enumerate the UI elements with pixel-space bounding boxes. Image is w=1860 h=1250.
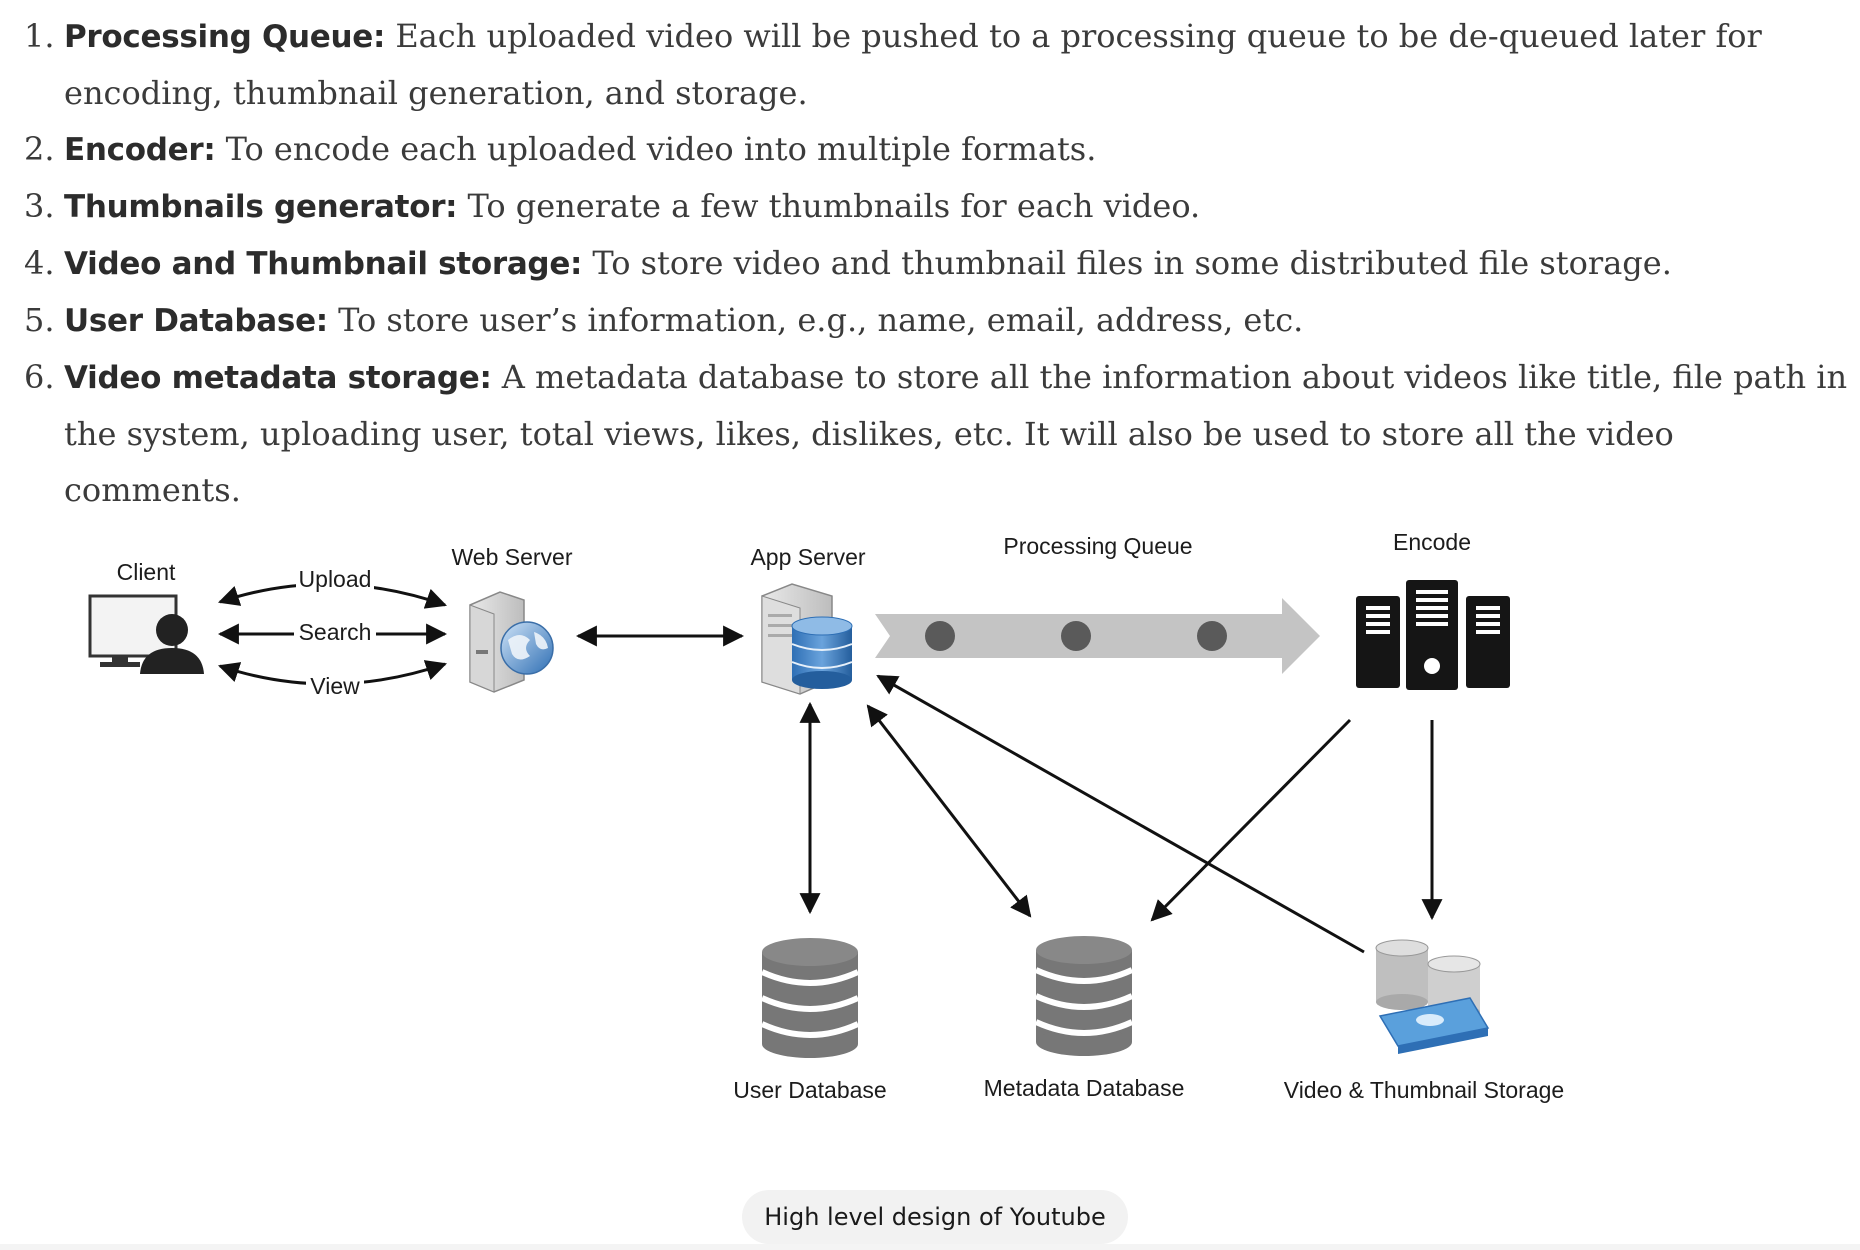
processing-queue-label: Processing Queue: [1003, 533, 1192, 559]
client-icon: [88, 594, 204, 674]
search-label-bg: [294, 620, 376, 646]
bottom-divider: [0, 1244, 1860, 1250]
list-text: To encode each uploaded video into multi…: [215, 130, 1097, 168]
encode-label: Encode: [1393, 529, 1471, 555]
list-term: User Database:: [64, 303, 328, 339]
list-number: 3.: [24, 187, 55, 225]
list-term: Video metadata storage:: [64, 360, 492, 396]
encode-server-icon: [1356, 580, 1510, 690]
app-server-icon: [761, 583, 853, 695]
app-metadata-arrow: [866, 704, 1032, 918]
search-label: Search: [299, 619, 372, 645]
list-number: 2.: [24, 130, 55, 168]
processing-queue-arrow: [875, 598, 1320, 674]
list-item: 5.User Database: To store user’s informa…: [0, 292, 1860, 349]
user-db-label: User Database: [733, 1077, 886, 1103]
view-label: View: [310, 673, 360, 699]
video-storage-label: Video & Thumbnail Storage: [1284, 1077, 1564, 1103]
metadata-db-label: Metadata Database: [984, 1075, 1185, 1101]
upload-label: Upload: [299, 566, 372, 592]
queue-item-dot: [1197, 621, 1227, 651]
queue-item-dot: [1061, 621, 1091, 651]
list-term: Encoder:: [64, 132, 216, 168]
app-server-label: App Server: [750, 544, 865, 570]
upload-label-bg: [296, 566, 374, 592]
encode-metadata-arrow: [1150, 718, 1352, 922]
user-database-icon: [760, 938, 860, 1058]
figure-caption: High level design of Youtube: [742, 1190, 1128, 1244]
list-item: 2.Encoder: To encode each uploaded video…: [0, 121, 1860, 178]
metadata-database-icon: [1034, 936, 1134, 1056]
list-number: 4.: [24, 244, 55, 282]
component-list: 1.Processing Queue: Each uploaded video …: [0, 8, 1860, 518]
list-text: To store user’s information, e.g., name,…: [327, 301, 1304, 339]
video-storage-icon: [1375, 939, 1490, 1054]
list-item: 1.Processing Queue: Each uploaded video …: [0, 8, 1860, 121]
list-item: 3.Thumbnails generator: To generate a fe…: [0, 178, 1860, 235]
list-text: A metadata database to store all the inf…: [64, 358, 1848, 509]
list-number: 5.: [24, 301, 55, 339]
list-term: Thumbnails generator:: [64, 189, 458, 225]
view-label-bg: [306, 674, 364, 700]
list-text: Each uploaded video will be pushed to a …: [64, 17, 1762, 112]
list-number: 1.: [24, 17, 55, 55]
list-text: To generate a few thumbnails for each vi…: [457, 187, 1201, 225]
list-item: 4.Video and Thumbnail storage: To store …: [0, 235, 1860, 292]
architecture-diagram: Client Upload Search View Web Server App…: [88, 529, 1564, 1103]
web-server-label: Web Server: [451, 544, 572, 570]
client-label: Client: [117, 559, 176, 585]
list-item: 6.Video metadata storage: A metadata dat…: [0, 349, 1860, 518]
web-server-icon: [469, 591, 554, 693]
list-number: 6.: [24, 358, 55, 396]
list-term: Video and Thumbnail storage:: [64, 246, 583, 282]
list-text: To store video and thumbnail files in so…: [582, 244, 1672, 282]
storage-app-arrow: [876, 674, 1365, 954]
queue-item-dot: [925, 621, 955, 651]
list-term: Processing Queue:: [64, 19, 386, 55]
